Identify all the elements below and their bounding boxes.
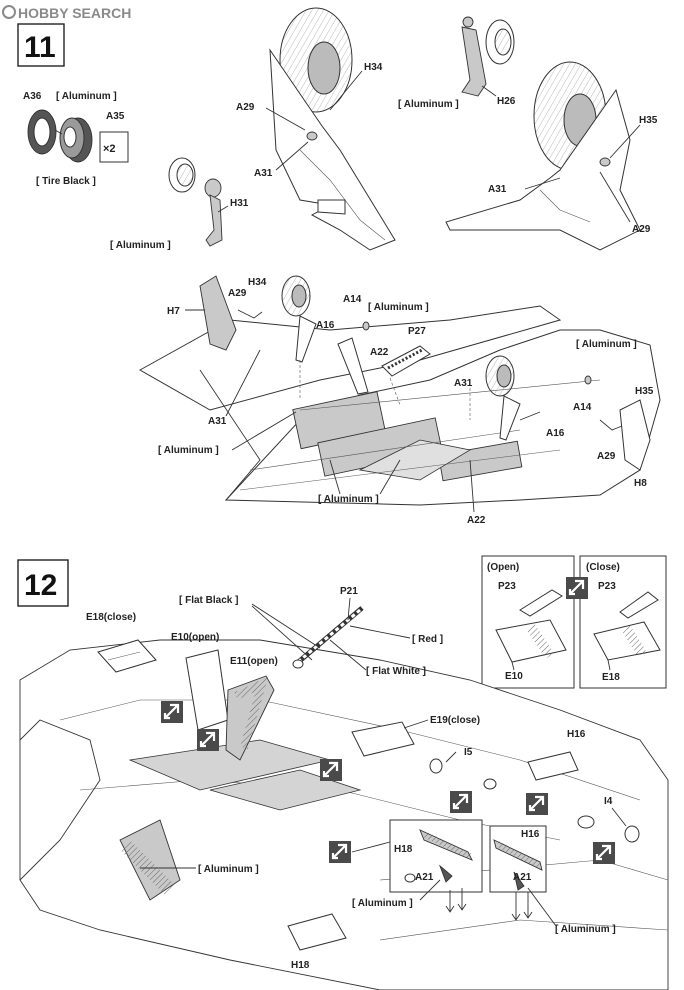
part-h18-bottom xyxy=(287,913,347,951)
label-h18-bottom: H18 xyxy=(291,960,310,971)
label-aluminum-bottom: [ Aluminum ] xyxy=(318,494,379,505)
label-h18-box: H18 xyxy=(394,844,413,855)
label-a29-right: A29 xyxy=(632,224,651,235)
label-a16-mid: A16 xyxy=(316,320,335,331)
door-h7 xyxy=(199,275,237,351)
inset-close-box xyxy=(579,555,667,689)
inset-close-title: (Close) xyxy=(586,562,620,573)
part-p21 xyxy=(292,606,364,669)
inset-p23-open: P23 xyxy=(498,581,516,592)
glue-icon xyxy=(448,789,474,815)
nose-gear-h26 xyxy=(461,16,515,97)
inset-open-box xyxy=(481,555,575,689)
glue-icon xyxy=(564,575,590,601)
label-h34-top: H34 xyxy=(364,62,383,73)
label-h26: H26 xyxy=(497,96,516,107)
glue-icon xyxy=(524,791,550,817)
main-gear-mid xyxy=(281,275,317,400)
label-aluminum-step12-left: [ Aluminum ] xyxy=(198,864,259,875)
label-a22-mid: A22 xyxy=(370,347,389,358)
part-i5 xyxy=(429,751,497,790)
glue-icon xyxy=(195,727,221,753)
label-a29-mid: A29 xyxy=(228,288,247,299)
part-h16-top xyxy=(527,751,579,781)
label-flat-black: [ Flat Black ] xyxy=(179,595,238,606)
part-i4 xyxy=(577,815,640,843)
label-aluminum-right: [ Aluminum ] xyxy=(576,339,637,350)
label-a36: A36 xyxy=(23,91,42,102)
label-h34-mid: H34 xyxy=(248,277,267,288)
label-e11-open: E11(open) xyxy=(230,656,278,667)
label-a21-right: A21 xyxy=(513,872,532,883)
hobby-search-watermark: HOBBY SEARCH xyxy=(2,5,131,21)
label-a14-mid: A14 xyxy=(343,294,362,305)
label-p27: P27 xyxy=(408,326,426,337)
glue-icon xyxy=(159,699,185,725)
label-h31: H31 xyxy=(230,198,249,209)
step-12: 12 (Open) (Close) P23 P23 E10 E18 xyxy=(17,555,669,990)
label-a31-center: A31 xyxy=(454,378,473,389)
label-a21-left: A21 xyxy=(415,872,434,883)
label-a31-right: A31 xyxy=(488,184,507,195)
label-aluminum-h31: [ Aluminum ] xyxy=(110,240,171,251)
inset-open-title: (Open) xyxy=(487,562,519,573)
label-e18-close: E18(close) xyxy=(86,612,136,623)
watermark-text: HOBBY SEARCH xyxy=(18,5,131,21)
step-11-box xyxy=(17,23,65,67)
label-aluminum-step12-right: [ Aluminum ] xyxy=(555,924,616,935)
label-aluminum-step12-mid: [ Aluminum ] xyxy=(352,898,413,909)
fuselage-topside-step12 xyxy=(19,639,669,990)
nose-tire-assembly: ×2 xyxy=(27,109,129,163)
label-h8: H8 xyxy=(634,478,647,489)
inset-e10: E10 xyxy=(505,671,523,682)
label-a29-left: A29 xyxy=(236,102,255,113)
label-h16-box: H16 xyxy=(521,829,540,840)
step-11: 11 ×2 A36 [ Aluminum ] A35 [ Tire Black … xyxy=(17,7,661,526)
label-h7: H7 xyxy=(167,306,180,317)
step-11-number: 11 xyxy=(24,31,56,64)
inset-e18: E18 xyxy=(602,672,620,683)
label-h35-top: H35 xyxy=(639,115,658,126)
label-red: [ Red ] xyxy=(412,634,443,645)
glue-icon xyxy=(327,839,353,865)
label-aluminum-left: [ Aluminum ] xyxy=(158,445,219,456)
label-a31-mid: A31 xyxy=(208,416,227,427)
label-e10-open: E10(open) xyxy=(171,632,219,643)
label-a22-bottom: A22 xyxy=(467,515,486,526)
label-a31-top: A31 xyxy=(254,168,273,179)
label-tire-black: [ Tire Black ] xyxy=(36,176,96,187)
part-e18-close xyxy=(97,639,157,673)
label-i5: I5 xyxy=(464,747,473,758)
label-h16-top: H16 xyxy=(567,729,586,740)
label-a16-right: A16 xyxy=(546,428,565,439)
label-a29-bottom: A29 xyxy=(597,451,616,462)
label-a35: A35 xyxy=(106,111,125,122)
main-gear-right xyxy=(445,61,641,251)
placement-arrows xyxy=(445,888,533,921)
label-flat-white: [ Flat White ] xyxy=(366,666,426,677)
part-e19-close xyxy=(351,721,415,757)
label-aluminum-tire: [ Aluminum ] xyxy=(56,91,117,102)
label-e19-close: E19(close) xyxy=(430,715,480,726)
glue-icon xyxy=(591,840,617,866)
label-h35-mid: H35 xyxy=(635,386,654,397)
strut-a22 xyxy=(337,337,369,395)
main-gear-mid-right xyxy=(485,355,521,441)
main-gear-left xyxy=(265,7,396,251)
door-h8 xyxy=(619,399,651,471)
glue-icon xyxy=(318,757,344,783)
step-12-box xyxy=(17,559,69,607)
label-aluminum-a14: [ Aluminum ] xyxy=(368,302,429,313)
times-two-box xyxy=(99,131,129,163)
label-p21: P21 xyxy=(340,586,358,597)
label-a14-right: A14 xyxy=(573,402,592,413)
step-12-number: 12 xyxy=(24,569,57,602)
label-i4: I4 xyxy=(604,796,613,807)
open-close-inset: (Open) (Close) P23 P23 E10 E18 xyxy=(481,555,667,689)
inset-p23-close: P23 xyxy=(598,581,616,592)
times-two: ×2 xyxy=(103,143,116,155)
label-aluminum-h26: [ Aluminum ] xyxy=(398,99,459,110)
nose-gear-h31 xyxy=(168,157,229,247)
